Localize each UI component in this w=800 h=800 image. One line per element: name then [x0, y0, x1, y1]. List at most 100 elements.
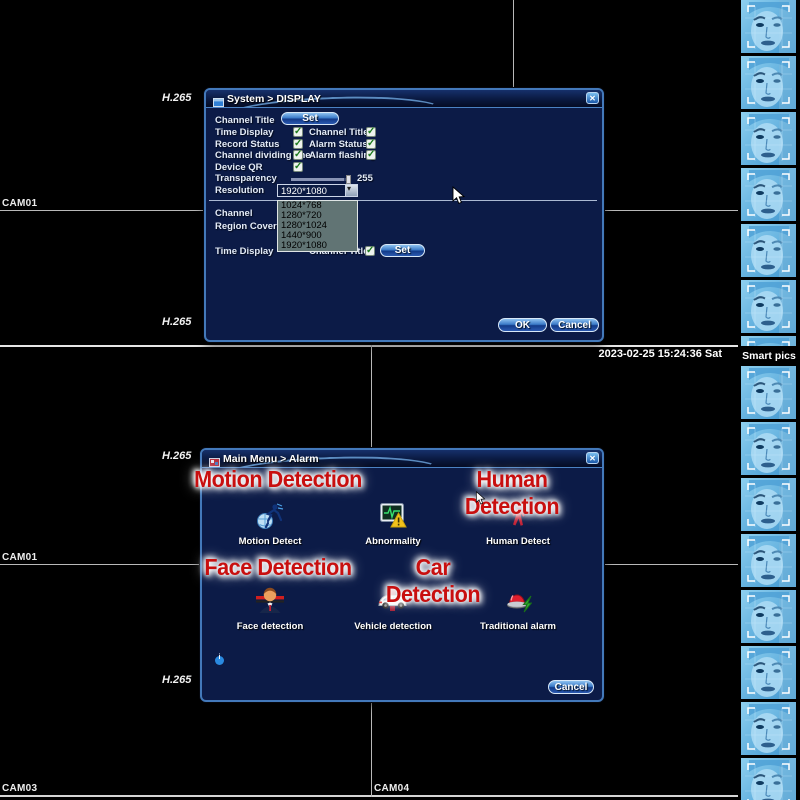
- alarm-item-label: Human Detect: [486, 536, 550, 547]
- alarm-item-human-detect[interactable]: Human Detect: [458, 502, 578, 547]
- face-thumbnail-image: [741, 702, 796, 755]
- human-detect-icon: [458, 502, 578, 534]
- alarm-item-label: Traditional alarm: [479, 621, 557, 632]
- face-thumbnail-image: [741, 478, 796, 531]
- face-thumbnail-image: [741, 534, 796, 587]
- smart-pics-header: Smart pics: [739, 347, 799, 365]
- transparency-slider[interactable]: [291, 178, 351, 181]
- resolution-option[interactable]: 1280*1024: [281, 220, 327, 231]
- alarm-flashing-checkbox[interactable]: [366, 149, 376, 160]
- alarm-item-abnormality[interactable]: Abnormality: [333, 502, 453, 547]
- channel-title-checkbox[interactable]: [366, 126, 376, 137]
- face-thumbnail-image: [741, 0, 796, 53]
- transparency-value: 255: [357, 173, 373, 184]
- time-display2-label: Time Display: [215, 246, 274, 257]
- resolution-option[interactable]: 1024*768: [281, 200, 322, 211]
- time-display2-checkbox[interactable]: [365, 245, 375, 256]
- channel-dividing-line-label: Channel dividing line: [215, 150, 311, 161]
- resolution-current-value: 1920*1080: [281, 186, 327, 197]
- transparency-slider-thumb[interactable]: [346, 175, 351, 184]
- grid-line-horizontal-bottom: [0, 795, 738, 797]
- resolution-option[interactable]: 1280*720: [281, 210, 322, 221]
- smart-pic-face-thumbnail[interactable]: [741, 0, 796, 53]
- smart-pic-face-thumbnail[interactable]: [741, 366, 796, 419]
- face-thumbnail-image: [741, 590, 796, 643]
- transparency-label: Transparency: [215, 173, 277, 184]
- cancel-button[interactable]: Cancel: [550, 318, 599, 332]
- alarm-menu-dialog: Main Menu > Alarm Motion Detect: [200, 448, 604, 702]
- alarm-item-motion-detect[interactable]: Motion Detect: [210, 502, 330, 547]
- smart-pics-column-top: [740, 0, 798, 346]
- close-icon[interactable]: [586, 92, 599, 104]
- device-qr-checkbox[interactable]: [293, 161, 303, 172]
- face-thumbnail-image: [741, 56, 796, 109]
- display-dialog-title: System > DISPLAY: [227, 93, 321, 105]
- channel-title-label: Channel Title: [215, 115, 275, 126]
- record-status-label: Record Status: [215, 138, 280, 150]
- vehicle-detection-icon: [333, 587, 453, 619]
- smart-pic-face-thumbnail[interactable]: [741, 112, 796, 165]
- display-dialog-titlebar: System > DISPLAY: [206, 90, 602, 108]
- resolution-dropdown[interactable]: 1920*1080: [277, 184, 358, 197]
- alarm-dialog-titlebar: Main Menu > Alarm: [202, 450, 602, 468]
- smart-pic-face-thumbnail[interactable]: [741, 758, 796, 800]
- record-status-checkbox[interactable]: [293, 138, 303, 149]
- alarm-cancel-button[interactable]: Cancel: [548, 680, 594, 694]
- face-thumbnail-image: [741, 224, 796, 277]
- smart-pic-face-thumbnail[interactable]: [741, 702, 796, 755]
- face-thumbnail-image: [741, 646, 796, 699]
- mouse-cursor: [452, 186, 466, 210]
- channel-title-set-button[interactable]: Set: [281, 112, 339, 125]
- display-settings-dialog: System > DISPLAY Channel Title Set Time …: [204, 88, 604, 342]
- alarm-dialog-title: Main Menu > Alarm: [223, 453, 319, 465]
- camera-name-label: CAM03: [2, 783, 38, 794]
- time-display2-set-button[interactable]: Set: [380, 244, 425, 257]
- alarm-item-vehicle-detection[interactable]: Vehicle detection: [333, 587, 453, 632]
- resolution-option[interactable]: 1440*900: [281, 230, 322, 241]
- face-thumbnail-image: [741, 758, 796, 800]
- grid-line-horizontal-mid: [0, 345, 738, 347]
- smart-pic-face-thumbnail[interactable]: [741, 336, 796, 346]
- abnormality-icon: [333, 502, 453, 534]
- smart-pic-face-thumbnail[interactable]: [741, 168, 796, 221]
- codec-label: H.265: [162, 92, 192, 104]
- dialog-separator: [209, 200, 597, 201]
- alarm-status-checkbox[interactable]: [366, 138, 376, 149]
- face-thumbnail-image: [741, 112, 796, 165]
- smart-pic-face-thumbnail[interactable]: [741, 646, 796, 699]
- camera-name-label: CAM01: [2, 552, 38, 563]
- alarm-item-traditional-alarm[interactable]: Traditional alarm: [458, 587, 578, 632]
- close-icon[interactable]: [586, 452, 599, 464]
- channel-label: Channel: [215, 208, 253, 219]
- channel-dividing-line-checkbox[interactable]: [293, 149, 303, 160]
- time-display-checkbox[interactable]: [293, 126, 303, 137]
- smart-pics-column-bottom: [740, 366, 798, 800]
- alarm-item-label: Vehicle detection: [354, 621, 432, 632]
- smart-pic-face-thumbnail[interactable]: [741, 280, 796, 333]
- smart-pic-face-thumbnail[interactable]: [741, 224, 796, 277]
- smart-pic-face-thumbnail[interactable]: [741, 56, 796, 109]
- face-thumbnail-image: [741, 422, 796, 475]
- traditional-alarm-icon: [458, 587, 578, 619]
- codec-label: H.265: [162, 316, 192, 328]
- alarm-item-label: Abnormality: [365, 536, 421, 547]
- mouse-cursor-secondary: [476, 491, 486, 509]
- human-detection-overlay-text: Human Detection: [464, 466, 560, 519]
- codec-label: H.265: [162, 674, 192, 686]
- alarm-item-label: Face detection: [236, 621, 304, 632]
- motion-detect-icon: [210, 502, 330, 534]
- resolution-option[interactable]: 1920*1080: [281, 240, 327, 251]
- alarm-item-face-detection[interactable]: Face detection: [210, 587, 330, 632]
- face-thumbnail-image: [741, 366, 796, 419]
- smart-pic-face-thumbnail[interactable]: [741, 590, 796, 643]
- smart-pic-face-thumbnail[interactable]: [741, 478, 796, 531]
- motion-detection-overlay-text: Motion Detection: [194, 466, 362, 492]
- camera-name-label: CAM01: [2, 198, 38, 209]
- smart-pic-face-thumbnail[interactable]: [741, 422, 796, 475]
- chevron-down-icon[interactable]: [345, 184, 357, 196]
- alarm-item-label: Motion Detect: [238, 536, 302, 547]
- alarm-menu-icon: [209, 454, 220, 467]
- resolution-label: Resolution: [215, 185, 265, 196]
- smart-pic-face-thumbnail[interactable]: [741, 534, 796, 587]
- ok-button[interactable]: OK: [498, 318, 547, 332]
